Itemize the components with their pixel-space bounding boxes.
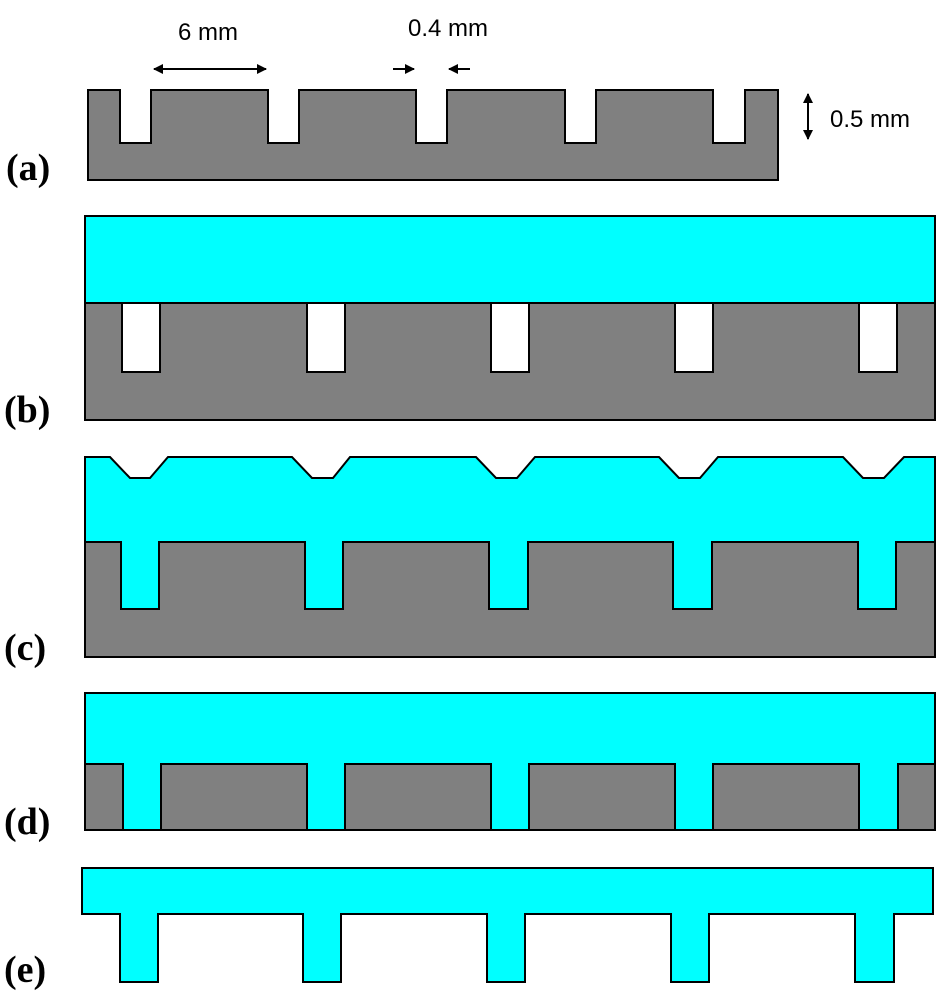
panel-label-c: (c)	[4, 627, 46, 669]
width-dimension-label: 0.4 mm	[408, 15, 488, 42]
panel-b: (b)	[4, 215, 936, 431]
void-1	[121, 302, 161, 373]
polymer-panel-c	[84, 456, 936, 610]
void-3	[490, 302, 530, 373]
void-4	[674, 302, 714, 373]
mold-panel-a	[87, 89, 779, 181]
spacing-dimension-label: 6 mm	[178, 19, 238, 46]
panel-label-d: (d)	[4, 801, 50, 843]
panel-label-a: (a)	[6, 147, 50, 189]
panel-a: 6 mm 0.4 mm 0.5 mm (a)	[6, 15, 910, 189]
depth-dimension-label: 0.5 mm	[830, 106, 910, 133]
void-5	[858, 302, 898, 373]
panel-e: (e)	[4, 867, 934, 991]
panel-d: (d)	[4, 692, 936, 843]
void-2	[306, 302, 346, 373]
polymer-panel-d	[84, 692, 936, 831]
panel-label-e: (e)	[4, 949, 46, 991]
polymer-panel-e	[81, 867, 934, 983]
polymer-sheet-panel-b	[84, 215, 936, 304]
panel-label-b: (b)	[4, 389, 50, 431]
panel-c: (c)	[4, 456, 936, 669]
